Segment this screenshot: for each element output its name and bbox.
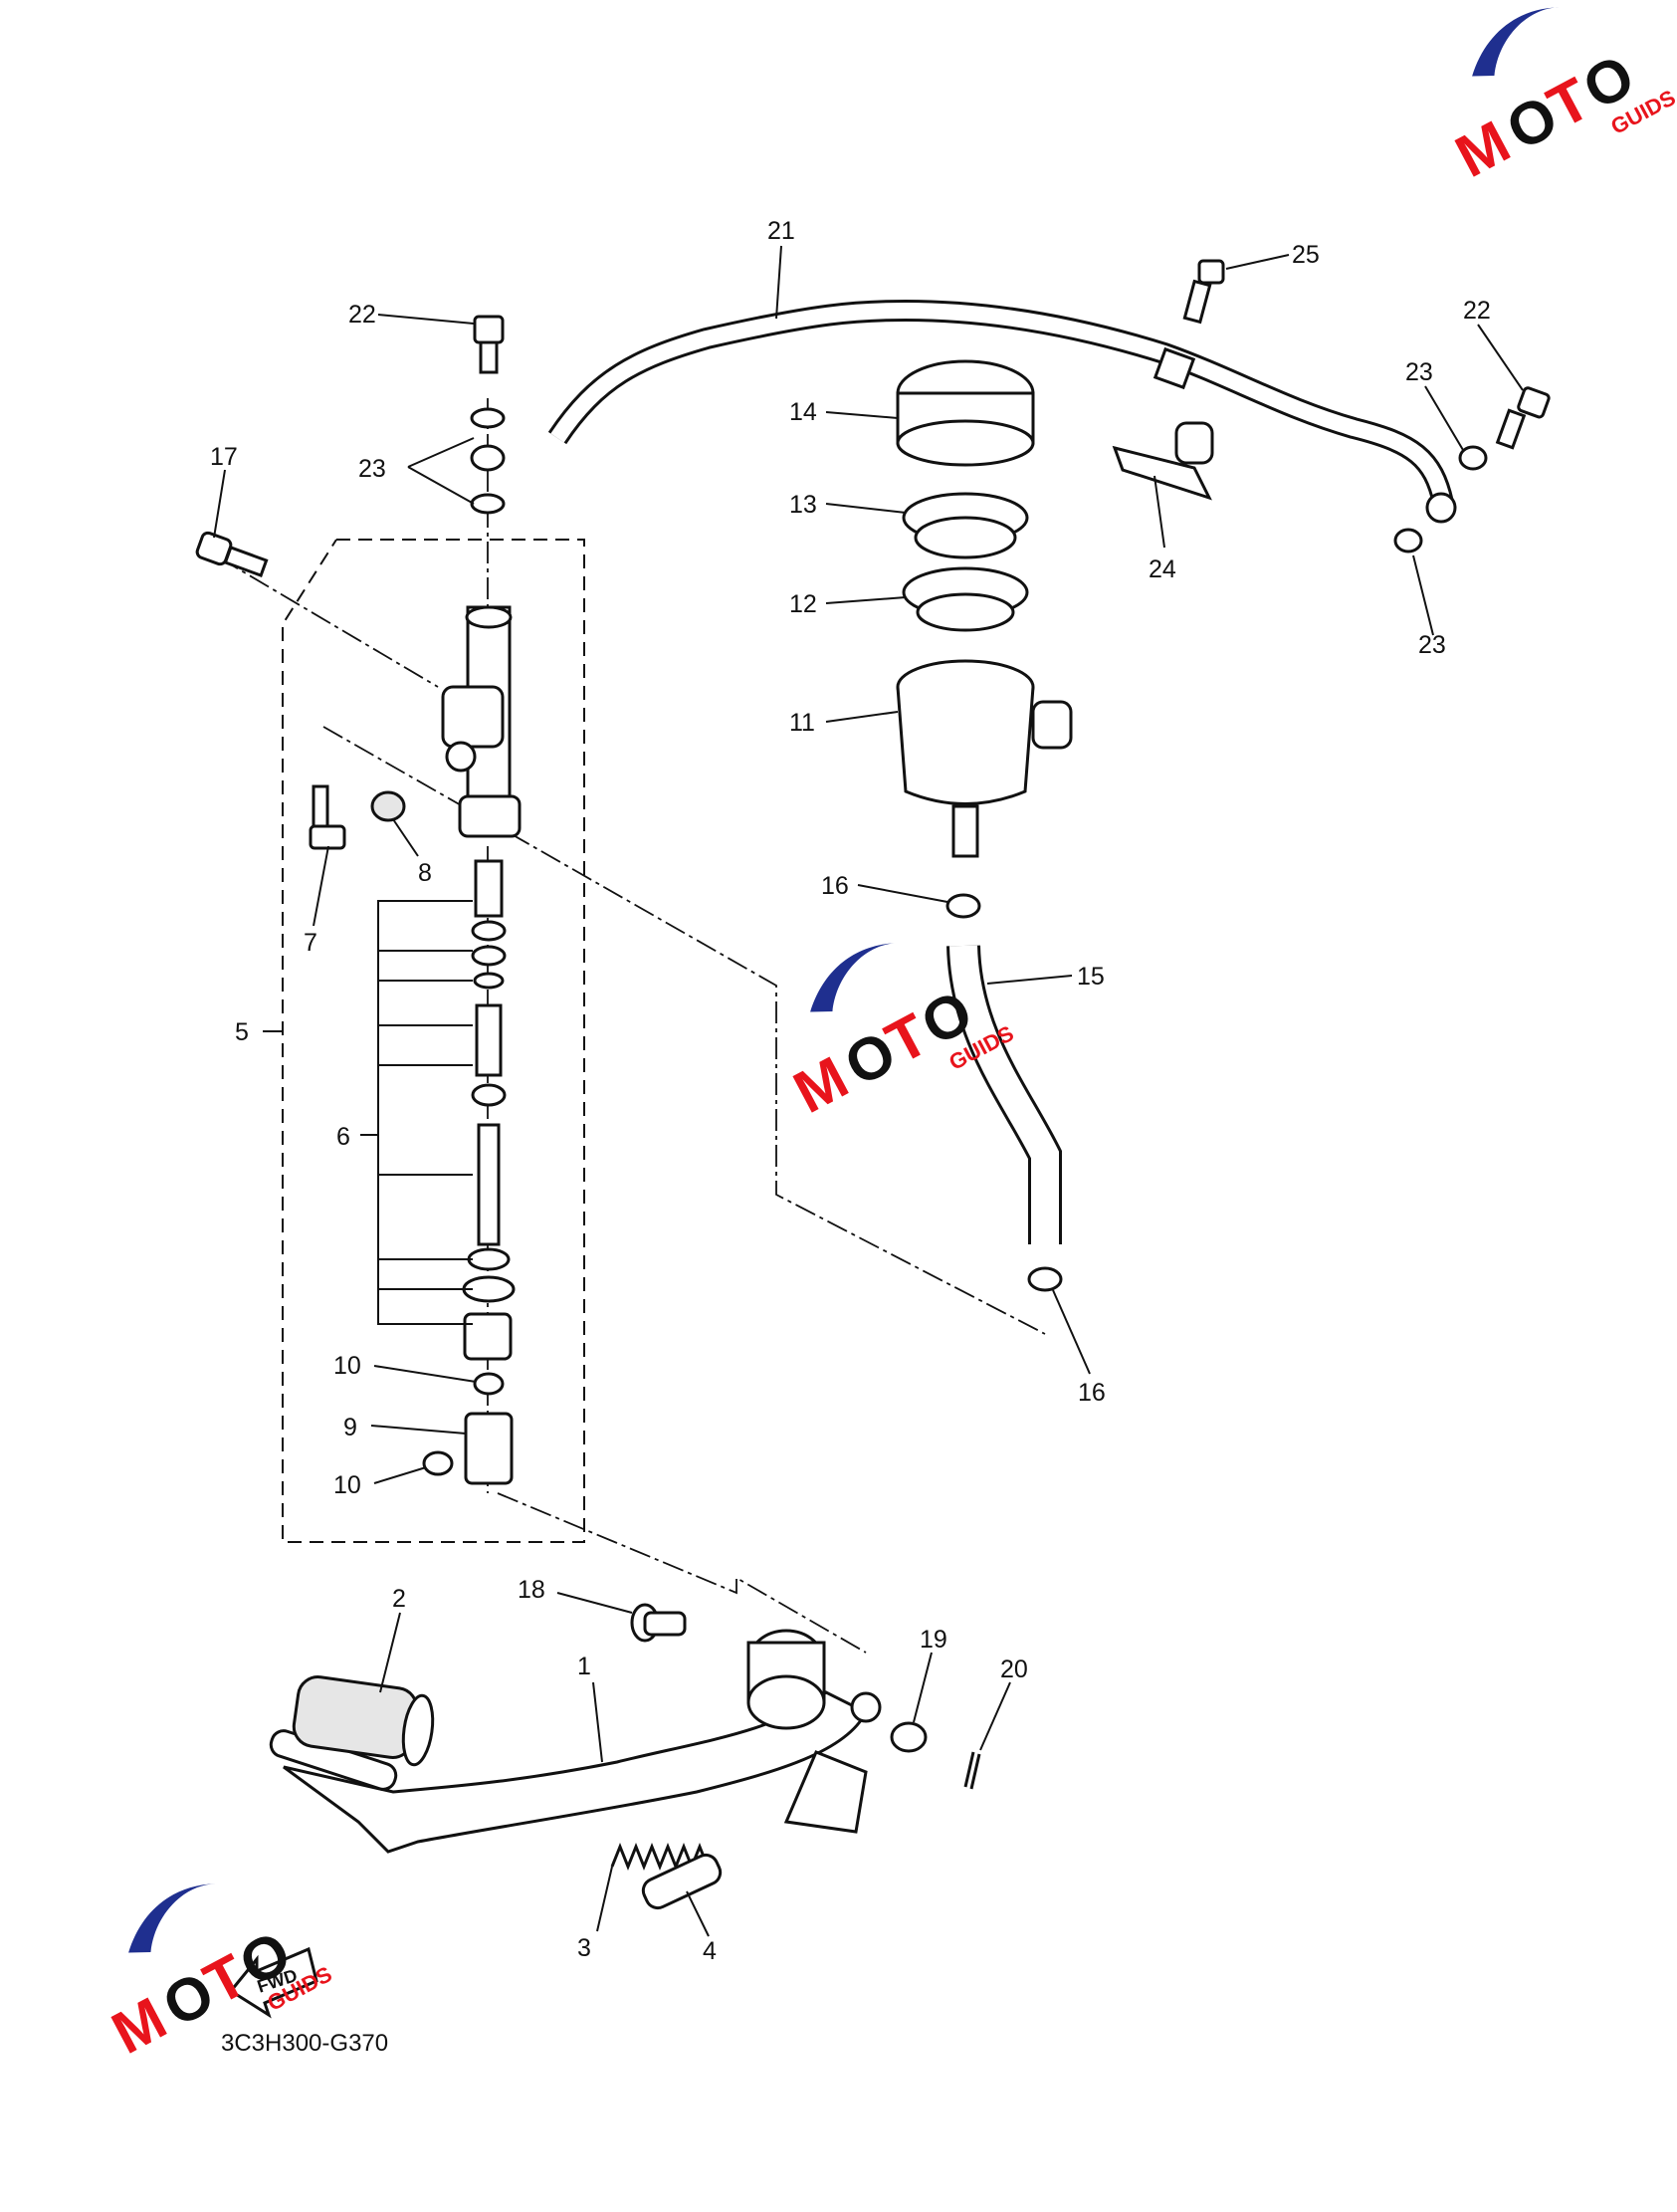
callout-10-top: 10: [333, 1352, 361, 1380]
diaphragm-plate-13: [902, 492, 1029, 559]
callout-18: 18: [518, 1576, 545, 1604]
callout-5: 5: [235, 1018, 249, 1046]
callout-23-right-bottom: 23: [1418, 631, 1446, 659]
cap-14: [896, 359, 1035, 467]
cotter-pin-20: [963, 1751, 981, 1790]
diaphragm-12: [902, 566, 1029, 632]
fitting-7: [309, 784, 346, 850]
callout-2: 2: [392, 1585, 406, 1613]
rubber-grip-2: [292, 1675, 435, 1767]
hose-guide-24: [1112, 421, 1214, 501]
fwd-arrow-icon: FWD: [228, 1946, 318, 2019]
brake-hose-21: [547, 299, 1457, 524]
banjo-bolt-22-left: [473, 315, 505, 374]
callout-14: 14: [789, 398, 817, 426]
callout-23-left: 23: [358, 455, 386, 483]
assembly-box-5: [282, 539, 585, 1543]
master-cylinder-body: [441, 605, 522, 838]
banjo-bolt-22-right: [1495, 386, 1551, 450]
callout-22-left: 22: [348, 301, 376, 329]
callout-16-top: 16: [821, 872, 849, 900]
washers-23: [470, 407, 1488, 553]
piston-kit-6: [462, 859, 516, 1396]
callout-17: 17: [210, 443, 238, 471]
brake-pedal-1: [269, 1629, 882, 1854]
callout-23-right-top: 23: [1405, 358, 1433, 386]
nut-10: [422, 1450, 454, 1476]
bolt-25: [1182, 259, 1225, 325]
bolt-17: [195, 531, 269, 577]
callout-8: 8: [418, 859, 432, 887]
diagram-code: 3C3H300-G370: [221, 2030, 388, 2057]
callout-12: 12: [789, 590, 817, 618]
callout-4: 4: [703, 1937, 717, 1965]
bracket-6: [377, 900, 473, 1325]
reservoir-11: [896, 659, 1073, 858]
callout-20: 20: [1000, 1656, 1028, 1683]
callout-13: 13: [789, 491, 817, 519]
callout-22-right: 22: [1463, 297, 1491, 325]
callout-24: 24: [1149, 555, 1176, 583]
callout-15: 15: [1077, 963, 1105, 991]
callout-11: 11: [789, 709, 815, 737]
clip-16: [945, 893, 1063, 1292]
clevis-9: [464, 1412, 514, 1485]
callout-6: 6: [336, 1123, 350, 1151]
callout-19: 19: [920, 1626, 947, 1654]
pin-18: [630, 1603, 687, 1643]
seal-8: [370, 790, 406, 822]
callout-3: 3: [577, 1934, 591, 1962]
callout-1: 1: [577, 1653, 591, 1680]
callout-21: 21: [767, 217, 795, 245]
bracket-6-ticks: [378, 950, 473, 1290]
callout-9: 9: [343, 1414, 357, 1441]
callout-16-bottom: 16: [1078, 1379, 1106, 1407]
leader-lines: [213, 245, 1524, 1937]
sleeve-4: [641, 1853, 723, 1910]
callout-7: 7: [304, 929, 317, 957]
callout-labels: 1 2 3 4 5 6 7 8 9 10 10 11 12 13 14 15 1…: [210, 217, 1491, 1965]
washer-19: [890, 1721, 928, 1753]
callout-25: 25: [1292, 241, 1320, 269]
moto-guids-logo-top: M O T O GUIDS: [1445, 7, 1677, 190]
callout-10-bottom: 10: [333, 1471, 361, 1499]
